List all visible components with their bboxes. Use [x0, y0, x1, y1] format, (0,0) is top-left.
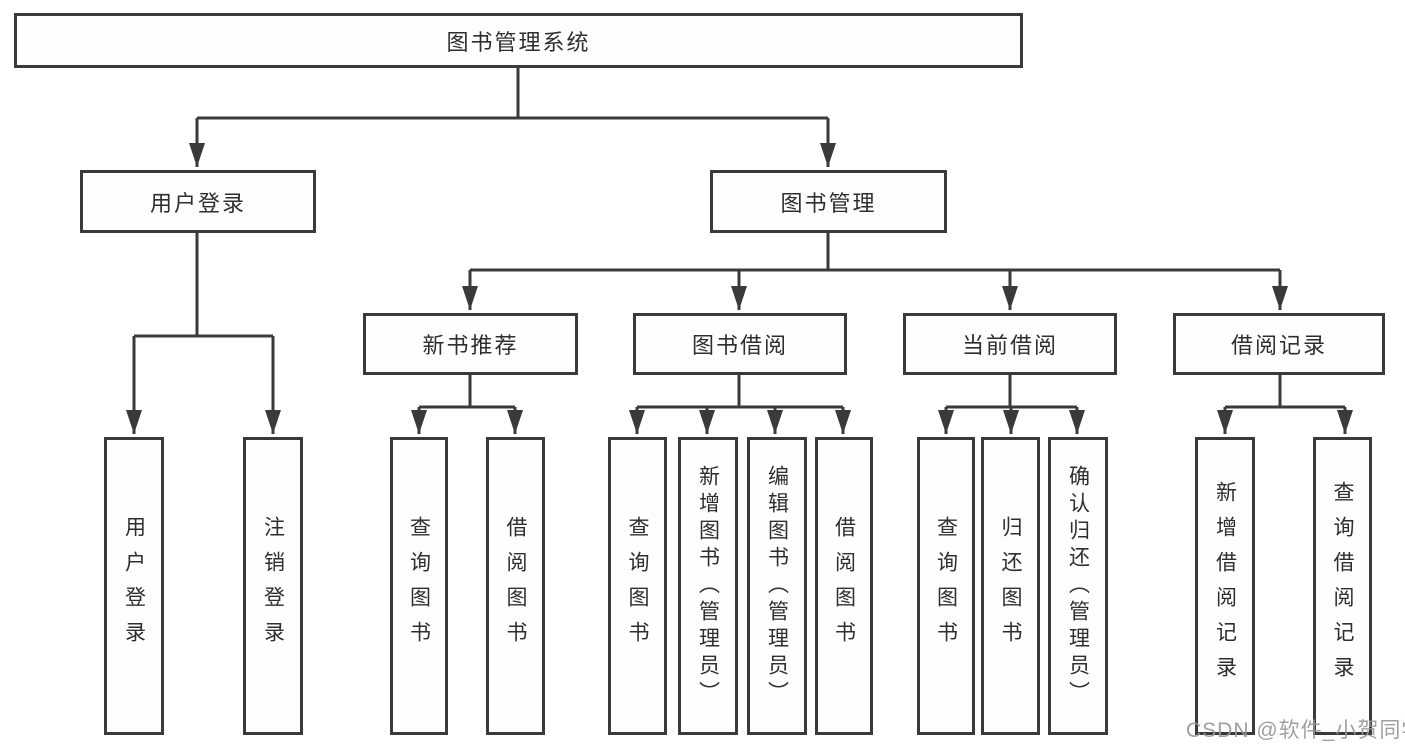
leaf-return-book: 归还图书	[981, 437, 1040, 735]
node-root-system: 图书管理系统	[14, 13, 1023, 68]
node-user-login: 用户登录	[80, 170, 316, 233]
leaf-add-borrow-record: 新增借阅记录	[1195, 437, 1255, 735]
leaf-query-books-current: 查询图书	[917, 437, 975, 735]
leaf-query-books-borrow: 查询图书	[608, 437, 667, 735]
leaf-borrow-books: 借阅图书	[815, 437, 873, 735]
node-current-borrow: 当前借阅	[903, 313, 1117, 375]
leaf-query-books-recommend: 查询图书	[390, 437, 448, 735]
leaf-confirm-return-admin: 确认归还（管理员）	[1048, 437, 1108, 735]
node-borrow-records: 借阅记录	[1173, 313, 1385, 375]
leaf-edit-book-admin: 编辑图书（管理员）	[747, 437, 807, 735]
node-book-management: 图书管理	[710, 170, 947, 233]
leaf-borrow-books-recommend: 借阅图书	[486, 437, 545, 735]
leaf-user-login: 用户登录	[104, 437, 164, 735]
leaf-add-book-admin: 新增图书（管理员）	[678, 437, 738, 735]
node-new-book-recommend: 新书推荐	[363, 313, 578, 375]
leaf-logout: 注销登录	[243, 437, 303, 735]
csdn-watermark: CSDN @软件_小贺同学	[1186, 719, 1405, 742]
node-book-borrow: 图书借阅	[633, 313, 847, 375]
leaf-query-borrow-record: 查询借阅记录	[1313, 437, 1372, 735]
